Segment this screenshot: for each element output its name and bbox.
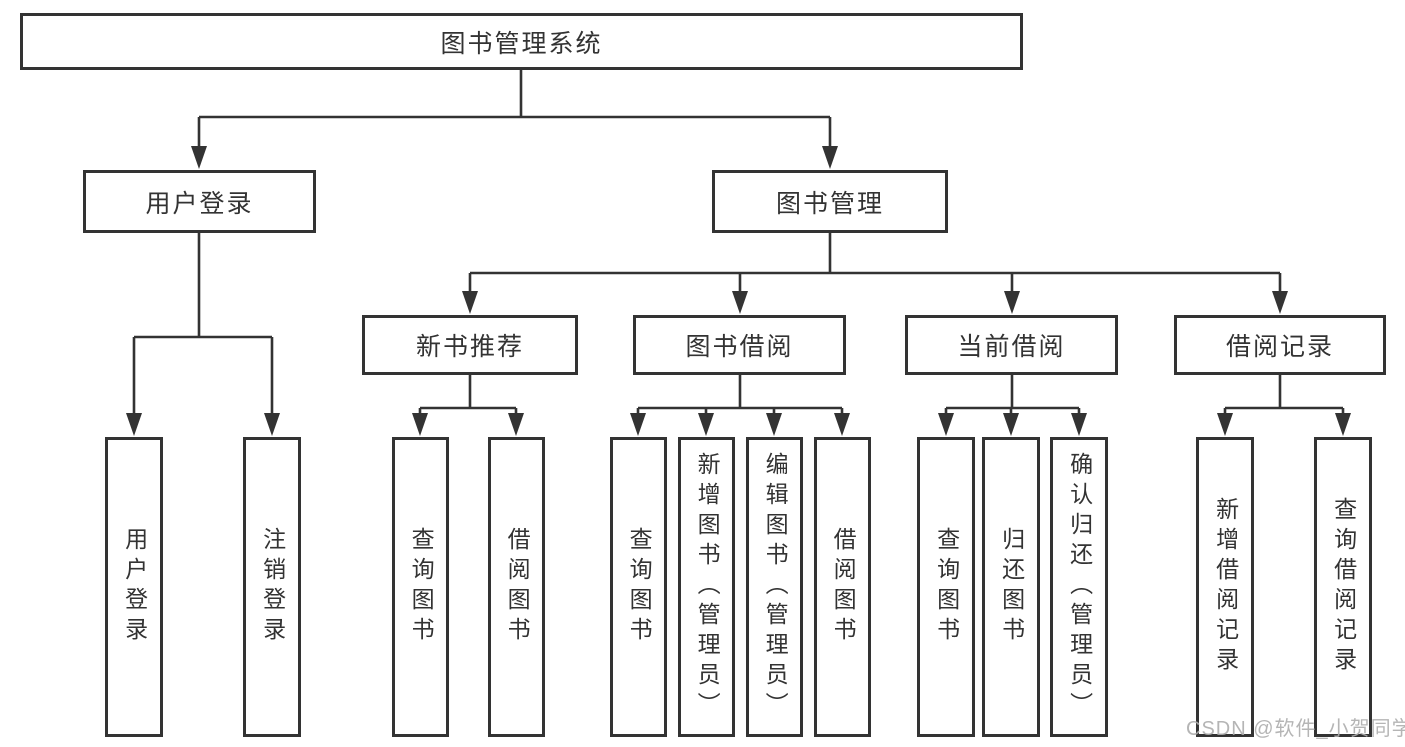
arrow-down-icon [698, 413, 714, 436]
arrow-down-icon [191, 146, 207, 169]
leaf-add-borrow-record: 新增借阅记录 [1196, 437, 1254, 737]
node-book-management: 图书管理 [712, 170, 948, 233]
node-borrow-record: 借阅记录 [1174, 315, 1386, 375]
node-current-borrow: 当前借阅 [905, 315, 1118, 375]
node-user-login: 用户登录 [83, 170, 316, 233]
connector-book-borrow-to-leaves [636, 375, 844, 415]
leaf-query-borrow-record: 查询借阅记录 [1314, 437, 1372, 737]
connector-borrow-record-to-leaves [1223, 375, 1345, 415]
arrow-down-icon [1335, 413, 1351, 436]
leaf-edit-books-admin: 编辑图书（管理员） [746, 437, 803, 737]
node-root-system: 图书管理系统 [20, 13, 1023, 70]
arrow-down-icon [630, 413, 646, 436]
arrow-down-icon [938, 413, 954, 436]
connector-root-to-level2 [197, 70, 832, 148]
leaf-user-login: 用户登录 [105, 437, 163, 737]
leaf-add-books-admin: 新增图书（管理员） [678, 437, 735, 737]
leaf-borrow-books: 借阅图书 [814, 437, 871, 737]
connector-user-login-to-leaves [132, 233, 274, 415]
connector-book-management-to-level3 [468, 233, 1282, 293]
leaf-borrow-books-recommend: 借阅图书 [488, 437, 545, 737]
watermark: CSDN @软件_小贺同学 [1186, 718, 1405, 740]
leaf-query-books-borrow: 查询图书 [610, 437, 667, 737]
arrow-down-icon [126, 413, 142, 436]
leaf-query-books-current: 查询图书 [917, 437, 975, 737]
arrow-down-icon [766, 413, 782, 436]
arrow-down-icon [412, 413, 428, 436]
arrow-down-icon [462, 291, 478, 314]
node-book-borrow: 图书借阅 [633, 315, 846, 375]
arrow-down-icon [834, 413, 850, 436]
connector-current-borrow-to-leaves [944, 375, 1081, 415]
connector-new-book-recommend-to-leaves [418, 375, 518, 415]
arrow-down-icon [822, 146, 838, 169]
leaf-logout: 注销登录 [243, 437, 301, 737]
arrow-down-icon [1071, 413, 1087, 436]
arrow-down-icon [1004, 291, 1020, 314]
arrow-down-icon [732, 291, 748, 314]
leaf-query-books-recommend: 查询图书 [392, 437, 449, 737]
leaf-confirm-return-admin: 确认归还（管理员） [1050, 437, 1108, 737]
arrow-down-icon [1217, 413, 1233, 436]
leaf-return-books: 归还图书 [982, 437, 1040, 737]
arrow-down-icon [264, 413, 280, 436]
arrow-down-icon [1003, 413, 1019, 436]
arrow-down-icon [1272, 291, 1288, 314]
arrow-down-icon [508, 413, 524, 436]
node-new-book-recommend: 新书推荐 [362, 315, 578, 375]
